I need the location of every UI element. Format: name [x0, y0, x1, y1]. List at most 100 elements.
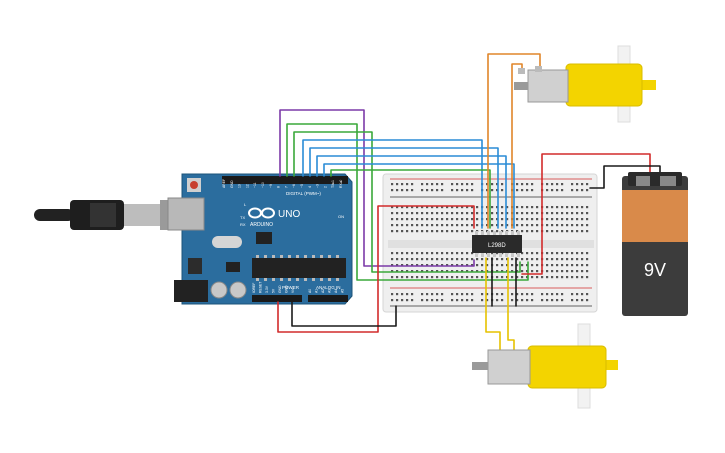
breadboard-hole[interactable] — [441, 189, 444, 192]
breadboard-hole[interactable] — [511, 299, 514, 302]
breadboard-hole[interactable] — [506, 270, 509, 273]
breadboard-hole[interactable] — [526, 183, 529, 186]
breadboard-hole[interactable] — [586, 270, 589, 273]
breadboard-hole[interactable] — [421, 183, 424, 186]
breadboard-hole[interactable] — [581, 264, 584, 267]
breadboard-hole[interactable] — [451, 206, 454, 209]
breadboard-hole[interactable] — [491, 252, 494, 255]
breadboard-hole[interactable] — [436, 183, 439, 186]
breadboard-hole[interactable] — [541, 299, 544, 302]
breadboard-hole[interactable] — [501, 183, 504, 186]
breadboard-hole[interactable] — [471, 293, 474, 296]
breadboard-hole[interactable] — [436, 264, 439, 267]
breadboard-hole[interactable] — [576, 224, 579, 227]
breadboard-hole[interactable] — [546, 258, 549, 261]
breadboard-hole[interactable] — [421, 252, 424, 255]
breadboard-hole[interactable] — [471, 183, 474, 186]
breadboard-hole[interactable] — [481, 276, 484, 279]
breadboard-hole[interactable] — [511, 276, 514, 279]
breadboard-hole[interactable] — [431, 224, 434, 227]
breadboard-hole[interactable] — [501, 264, 504, 267]
breadboard-hole[interactable] — [496, 264, 499, 267]
breadboard-hole[interactable] — [421, 224, 424, 227]
breadboard-hole[interactable] — [411, 189, 414, 192]
breadboard-hole[interactable] — [571, 258, 574, 261]
breadboard-hole[interactable] — [561, 293, 564, 296]
breadboard-hole[interactable] — [441, 276, 444, 279]
breadboard-hole[interactable] — [556, 276, 559, 279]
breadboard-hole[interactable] — [486, 189, 489, 192]
breadboard-hole[interactable] — [421, 218, 424, 221]
breadboard-hole[interactable] — [576, 212, 579, 215]
breadboard-hole[interactable] — [491, 224, 494, 227]
breadboard-hole[interactable] — [521, 270, 524, 273]
breadboard-hole[interactable] — [411, 183, 414, 186]
breadboard-hole[interactable] — [446, 218, 449, 221]
breadboard-hole[interactable] — [406, 224, 409, 227]
breadboard-hole[interactable] — [461, 293, 464, 296]
breadboard-hole[interactable] — [516, 206, 519, 209]
breadboard-hole[interactable] — [556, 299, 559, 302]
breadboard-hole[interactable] — [466, 230, 469, 233]
breadboard-hole[interactable] — [501, 293, 504, 296]
breadboard-hole[interactable] — [436, 189, 439, 192]
breadboard-hole[interactable] — [516, 270, 519, 273]
breadboard-hole[interactable] — [501, 206, 504, 209]
breadboard-hole[interactable] — [451, 264, 454, 267]
breadboard-hole[interactable] — [561, 224, 564, 227]
breadboard-hole[interactable] — [531, 218, 534, 221]
breadboard-hole[interactable] — [496, 218, 499, 221]
breadboard-hole[interactable] — [496, 299, 499, 302]
breadboard-hole[interactable] — [571, 212, 574, 215]
breadboard-hole[interactable] — [466, 252, 469, 255]
breadboard-hole[interactable] — [451, 252, 454, 255]
breadboard-hole[interactable] — [401, 270, 404, 273]
breadboard-hole[interactable] — [581, 189, 584, 192]
breadboard-hole[interactable] — [531, 264, 534, 267]
breadboard-hole[interactable] — [536, 252, 539, 255]
breadboard-hole[interactable] — [426, 183, 429, 186]
breadboard-hole[interactable] — [581, 212, 584, 215]
breadboard-hole[interactable] — [556, 230, 559, 233]
breadboard-hole[interactable] — [406, 212, 409, 215]
breadboard-hole[interactable] — [486, 276, 489, 279]
breadboard-hole[interactable] — [561, 258, 564, 261]
breadboard-hole[interactable] — [456, 276, 459, 279]
breadboard-hole[interactable] — [521, 230, 524, 233]
breadboard-hole[interactable] — [466, 264, 469, 267]
breadboard-hole[interactable] — [576, 206, 579, 209]
breadboard-hole[interactable] — [566, 230, 569, 233]
breadboard-hole[interactable] — [576, 189, 579, 192]
breadboard-hole[interactable] — [551, 224, 554, 227]
breadboard-hole[interactable] — [521, 224, 524, 227]
breadboard-hole[interactable] — [461, 189, 464, 192]
breadboard-hole[interactable] — [446, 206, 449, 209]
breadboard-hole[interactable] — [431, 258, 434, 261]
breadboard-hole[interactable] — [401, 230, 404, 233]
breadboard-hole[interactable] — [536, 224, 539, 227]
breadboard-hole[interactable] — [491, 230, 494, 233]
breadboard-hole[interactable] — [586, 258, 589, 261]
breadboard-hole[interactable] — [486, 270, 489, 273]
breadboard-hole[interactable] — [476, 218, 479, 221]
breadboard-hole[interactable] — [571, 264, 574, 267]
breadboard-hole[interactable] — [461, 276, 464, 279]
breadboard-hole[interactable] — [401, 224, 404, 227]
breadboard-hole[interactable] — [581, 183, 584, 186]
breadboard-hole[interactable] — [406, 189, 409, 192]
breadboard-hole[interactable] — [411, 206, 414, 209]
breadboard-hole[interactable] — [536, 212, 539, 215]
breadboard-hole[interactable] — [416, 224, 419, 227]
breadboard-hole[interactable] — [446, 270, 449, 273]
breadboard-hole[interactable] — [556, 258, 559, 261]
breadboard-hole[interactable] — [461, 252, 464, 255]
breadboard-hole[interactable] — [576, 299, 579, 302]
breadboard-hole[interactable] — [526, 299, 529, 302]
breadboard-hole[interactable] — [551, 270, 554, 273]
breadboard-hole[interactable] — [536, 270, 539, 273]
breadboard-hole[interactable] — [521, 252, 524, 255]
breadboard-hole[interactable] — [426, 206, 429, 209]
breadboard-hole[interactable] — [471, 224, 474, 227]
breadboard-hole[interactable] — [426, 218, 429, 221]
breadboard-hole[interactable] — [506, 212, 509, 215]
